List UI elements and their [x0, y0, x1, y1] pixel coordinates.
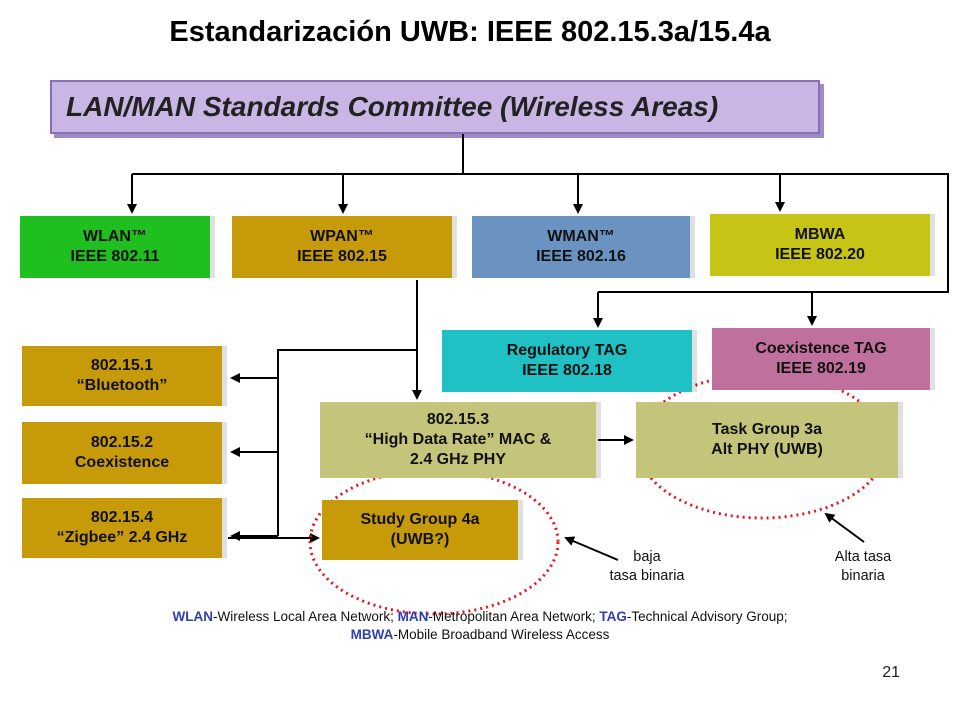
- regulatory-tag-box: Regulatory TAG IEEE 802.18: [442, 330, 692, 392]
- hdr-line3: 2.4 GHz PHY: [409, 451, 507, 468]
- arrow-low-rate: [564, 536, 619, 561]
- wlan-line2: IEEE 802.11: [70, 248, 160, 265]
- coexistence-line2: Coexistence: [74, 454, 170, 471]
- high-rate-note: Alta tasa binaria: [808, 548, 918, 586]
- high-rate-line1: Alta tasa: [834, 549, 892, 565]
- coexistence-tag-line1: Coexistence TAG: [755, 340, 887, 357]
- wlan-line1: WLAN™: [83, 228, 147, 245]
- committee-box: LAN/MAN Standards Committee (Wireless Ar…: [50, 80, 820, 134]
- tg3a-box: Task Group 3a Alt PHY (UWB): [636, 402, 898, 478]
- wlan-box: WLAN™ IEEE 802.11: [20, 216, 210, 278]
- high-rate-line2: binaria: [841, 568, 885, 584]
- wpan-line2: IEEE 802.15: [297, 248, 387, 265]
- regulatory-line1: Regulatory TAG: [506, 342, 628, 359]
- footnote-mbwa-text: -Mobile Broadband Wireless Access: [393, 627, 610, 642]
- wman-box: WMAN™ IEEE 802.16: [472, 216, 690, 278]
- wman-line1: WMAN™: [547, 228, 615, 245]
- sg4a-line1: Study Group 4a: [360, 511, 480, 528]
- hdr-box: 802.15.3 “High Data Rate” MAC & 2.4 GHz …: [320, 402, 596, 478]
- sg4a-line2: (UWB?): [390, 531, 450, 548]
- coexistence-box: 802.15.2 Coexistence: [22, 422, 222, 484]
- zigbee-line1: 802.15.4: [90, 509, 154, 526]
- top-bus-line: [132, 173, 949, 293]
- wpan-branch-line: [277, 349, 417, 536]
- arrow-high-rate: [824, 512, 865, 543]
- coexistence-tag-box: Coexistence TAG IEEE 802.19: [712, 328, 930, 390]
- footnote-tag-abbr: TAG: [599, 609, 627, 624]
- wman-line2: IEEE 802.16: [536, 248, 626, 265]
- wpan-box: WPAN™ IEEE 802.15: [232, 216, 452, 278]
- sg4a-box: Study Group 4a (UWB?): [322, 500, 518, 560]
- footnote: WLAN-Wireless Local Area Network; MAN-Me…: [160, 608, 800, 644]
- footnote-wlan-abbr: WLAN: [172, 609, 214, 624]
- mbwa-line2: IEEE 802.20: [775, 246, 865, 263]
- hdr-line2: “High Data Rate” MAC &: [364, 431, 552, 448]
- tg3a-line1: Task Group 3a: [712, 421, 822, 438]
- slide-title: Estandarización UWB: IEEE 802.15.3a/15.4…: [169, 16, 771, 48]
- committee-label: LAN/MAN Standards Committee (Wireless Ar…: [66, 91, 719, 122]
- low-rate-note: baja tasa binaria: [592, 548, 702, 586]
- footnote-tag-text: -Technical Advisory Group;: [626, 609, 788, 624]
- page-number: 21: [882, 664, 900, 681]
- coexistence-line1: 802.15.2: [90, 434, 154, 451]
- mbwa-line1: MBWA: [794, 226, 846, 243]
- bluetooth-box: 802.15.1 “Bluetooth”: [22, 346, 222, 406]
- zigbee-line2: “Zigbee” 2.4 GHz: [56, 529, 188, 546]
- low-rate-line1: baja: [633, 549, 661, 565]
- wpan-line1: WPAN™: [310, 228, 374, 245]
- footnote-mbwa-abbr: MBWA: [350, 627, 394, 642]
- mbwa-box: MBWA IEEE 802.20: [710, 214, 930, 276]
- footnote-man-text: -Metropolitan Area Network;: [428, 609, 600, 624]
- zigbee-box: 802.15.4 “Zigbee” 2.4 GHz: [22, 498, 222, 558]
- regulatory-line2: IEEE 802.18: [522, 362, 612, 379]
- hdr-line1: 802.15.3: [426, 411, 490, 428]
- low-rate-line2: tasa binaria: [609, 568, 685, 584]
- bluetooth-line1: 802.15.1: [90, 357, 154, 374]
- tg3a-line2: Alt PHY (UWB): [711, 441, 823, 458]
- footnote-man-abbr: MAN: [397, 609, 429, 624]
- bluetooth-line2: “Bluetooth”: [76, 377, 168, 394]
- coexistence-tag-line2: IEEE 802.19: [776, 360, 866, 377]
- footnote-wlan-text: -Wireless Local Area Network;: [213, 609, 398, 624]
